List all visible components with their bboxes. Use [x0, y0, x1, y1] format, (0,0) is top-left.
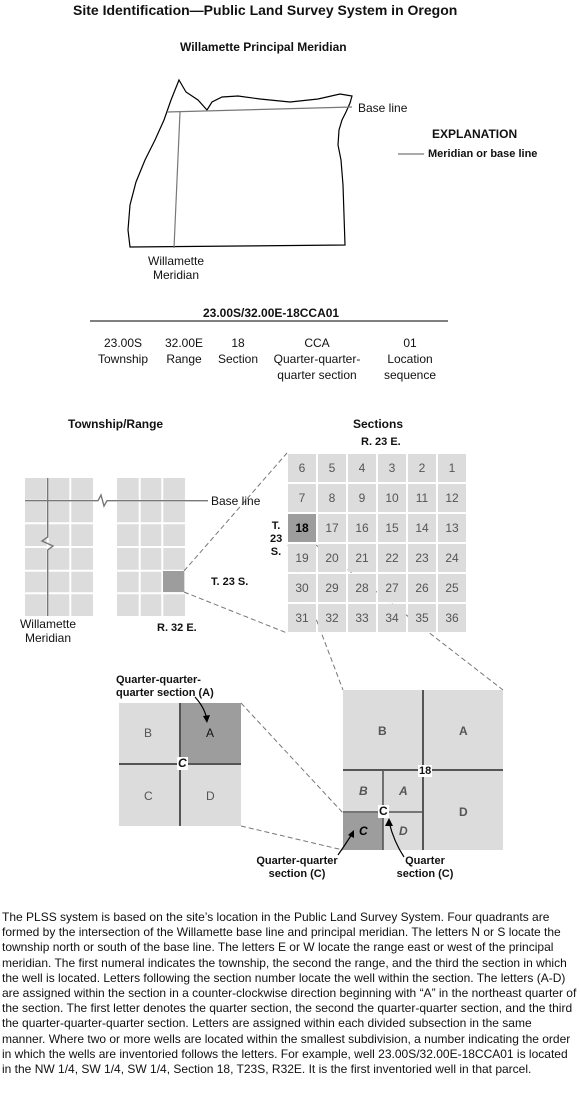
section-cell: 29 — [318, 574, 346, 602]
township-meridian-line — [40, 478, 55, 616]
code-full: 23.00S/32.00E-18CCA01 — [203, 306, 340, 320]
section-cell: 16 — [348, 514, 376, 542]
section-cell: 8 — [318, 484, 346, 512]
section-cell: 27 — [378, 574, 406, 602]
sections-heading: Sections — [353, 417, 404, 431]
qqq-cell-a: A — [206, 726, 215, 740]
township-t23s-r32e-highlight — [163, 571, 184, 592]
section-cell: 13 — [438, 514, 466, 542]
section-cell: 17 — [318, 514, 346, 542]
section-cell: 18 — [288, 514, 316, 542]
section-cell: 26 — [408, 574, 436, 602]
township-heading: Township/Range — [68, 417, 164, 431]
section-cell: 30 — [288, 574, 316, 602]
map-baseline-label: Base line — [358, 101, 408, 115]
section-detail-number: 18 — [418, 765, 433, 777]
township-block-nw — [25, 478, 93, 546]
callout-line — [240, 702, 344, 814]
explanation-heading: EXPLANATION — [432, 127, 518, 141]
section-cell: 1 — [438, 454, 466, 482]
sections-range-label: R. 23 E. — [361, 436, 401, 448]
section-cell: 23 — [408, 544, 436, 572]
township-baseline-label: Base line — [211, 494, 261, 508]
section-cell: 7 — [288, 484, 316, 512]
callout-line — [183, 452, 288, 572]
section-detail-highlight-c — [343, 813, 383, 850]
map-base-line — [166, 106, 353, 113]
section-cell: 2 — [408, 454, 436, 482]
qqq-cell-c: C — [144, 789, 153, 803]
explanation-paragraph: The PLSS system is based on the site’s l… — [2, 910, 577, 1077]
section-detail-sub-b: B — [359, 784, 368, 798]
section-cell: 20 — [318, 544, 346, 572]
callout-line — [183, 591, 288, 634]
oregon-map-outline — [127, 78, 353, 248]
township-r32e-label: R. 32 E. — [157, 622, 197, 634]
section-cell: 21 — [348, 544, 376, 572]
section-detail-quarter-d: D — [459, 805, 468, 819]
section-detail-sub-c: C — [359, 824, 368, 838]
section-cell: 15 — [378, 514, 406, 542]
section-detail-sub-d: D — [399, 824, 408, 838]
section-cell: 19 — [288, 544, 316, 572]
section-cell: 4 — [348, 454, 376, 482]
section-cell: 32 — [318, 604, 346, 632]
township-t23s-label: T. 23 S. — [211, 576, 249, 588]
township-block-ne — [117, 478, 185, 546]
section-cell: 34 — [378, 604, 406, 632]
section-detail-quarter-b: B — [378, 724, 387, 738]
qqq-center-c: C — [177, 756, 188, 770]
section-cell: 35 — [408, 604, 436, 632]
page-title: Site Identification—Public Land Survey S… — [73, 2, 458, 18]
section-cell: 24 — [438, 544, 466, 572]
section-cell: 5 — [318, 454, 346, 482]
map-heading: Willamette Principal Meridian — [180, 40, 347, 54]
map-meridian-line — [173, 111, 181, 249]
section-detail-sub-a: A — [399, 784, 408, 798]
section-cell: 9 — [348, 484, 376, 512]
township-block-sw — [25, 548, 93, 616]
section-cell: 28 — [348, 574, 376, 602]
section-cell: 14 — [408, 514, 436, 542]
section-detail-center-c: C — [378, 804, 389, 818]
section-cell: 12 — [438, 484, 466, 512]
qqq-cell-b: B — [144, 726, 153, 740]
callout-line — [240, 825, 344, 851]
section-cell: 10 — [378, 484, 406, 512]
section-cell: 6 — [288, 454, 316, 482]
section-cell: 22 — [378, 544, 406, 572]
section-cell: 31 — [288, 604, 316, 632]
qqq-label: Quarter-quarter-quarter section (A) — [116, 674, 214, 699]
township-base-line — [25, 493, 208, 508]
section-cell: 11 — [408, 484, 436, 512]
qqq-cell-d: D — [206, 789, 215, 803]
section-cell: 36 — [438, 604, 466, 632]
section-cell: 33 — [348, 604, 376, 632]
section-detail-quarter-a: A — [459, 724, 468, 738]
qqq-highlight-a — [180, 703, 241, 764]
section-cell: 25 — [438, 574, 466, 602]
explanation-item: Meridian or base line — [428, 148, 538, 160]
section-cell: 3 — [378, 454, 406, 482]
